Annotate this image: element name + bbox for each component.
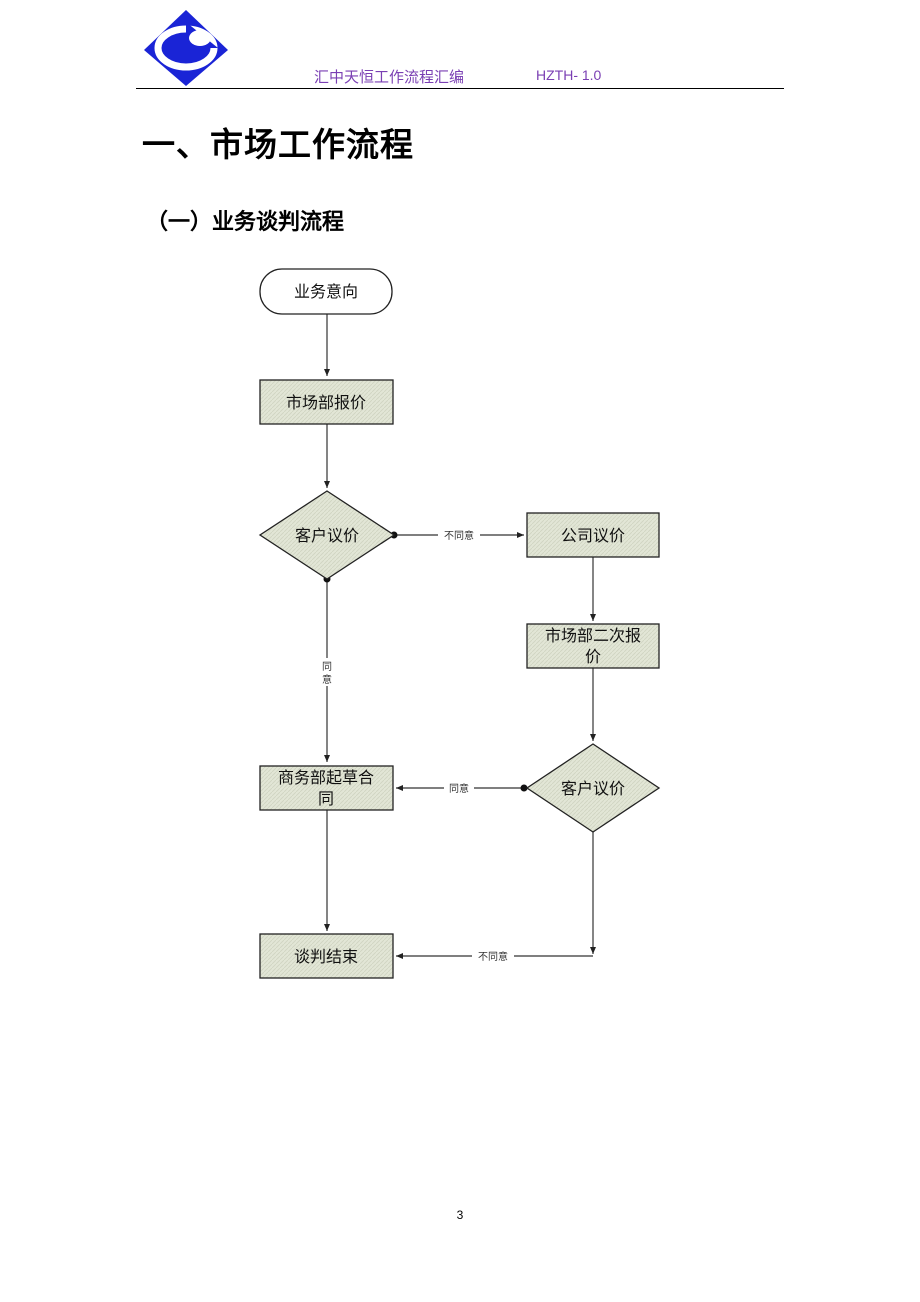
node-market-requote	[526, 623, 660, 669]
node-start-business-intent	[259, 268, 393, 315]
edge-label-agree-2: 同意	[449, 782, 469, 795]
node-client-review-2	[525, 743, 661, 833]
section-heading: 一、市场工作流程	[142, 125, 414, 164]
node-market-quote	[259, 379, 394, 425]
page-number: 3	[456, 1208, 464, 1222]
document-code: HZTH- 1.0	[536, 67, 602, 83]
edge-label-agree-1-line2: 意	[322, 673, 332, 686]
node-negotiation-end-label: 谈判结束	[294, 947, 358, 966]
connector-dot-review2-left	[520, 784, 528, 792]
node-market-requote-label-1: 市场部二次报	[545, 626, 641, 645]
node-market-requote-label-2: 价	[585, 647, 601, 666]
document-title: 汇中天恒工作流程汇编	[314, 68, 465, 86]
node-draft-contract-label-1: 商务部起草合	[278, 768, 374, 787]
node-negotiation-end	[259, 933, 394, 979]
node-client-review-2-label: 客户议价	[561, 779, 625, 798]
node-start-label: 业务意向	[294, 282, 358, 301]
edge-label-disagree-2: 不同意	[478, 950, 508, 963]
node-draft-contract-label-2: 同	[318, 789, 334, 808]
node-draft-contract	[259, 765, 394, 811]
subsection-heading: （一）业务谈判流程	[146, 210, 345, 235]
node-client-review-1	[258, 490, 396, 580]
node-company-review	[526, 512, 660, 558]
node-company-review-label: 公司议价	[561, 526, 625, 545]
header-divider	[136, 88, 784, 89]
node-client-review-1-label: 客户议价	[295, 526, 359, 545]
edge-label-agree-1-line1: 同	[322, 661, 332, 673]
company-logo-icon	[144, 10, 228, 86]
edge-label-disagree-1: 不同意	[444, 529, 474, 542]
node-market-quote-label: 市场部报价	[286, 393, 366, 412]
